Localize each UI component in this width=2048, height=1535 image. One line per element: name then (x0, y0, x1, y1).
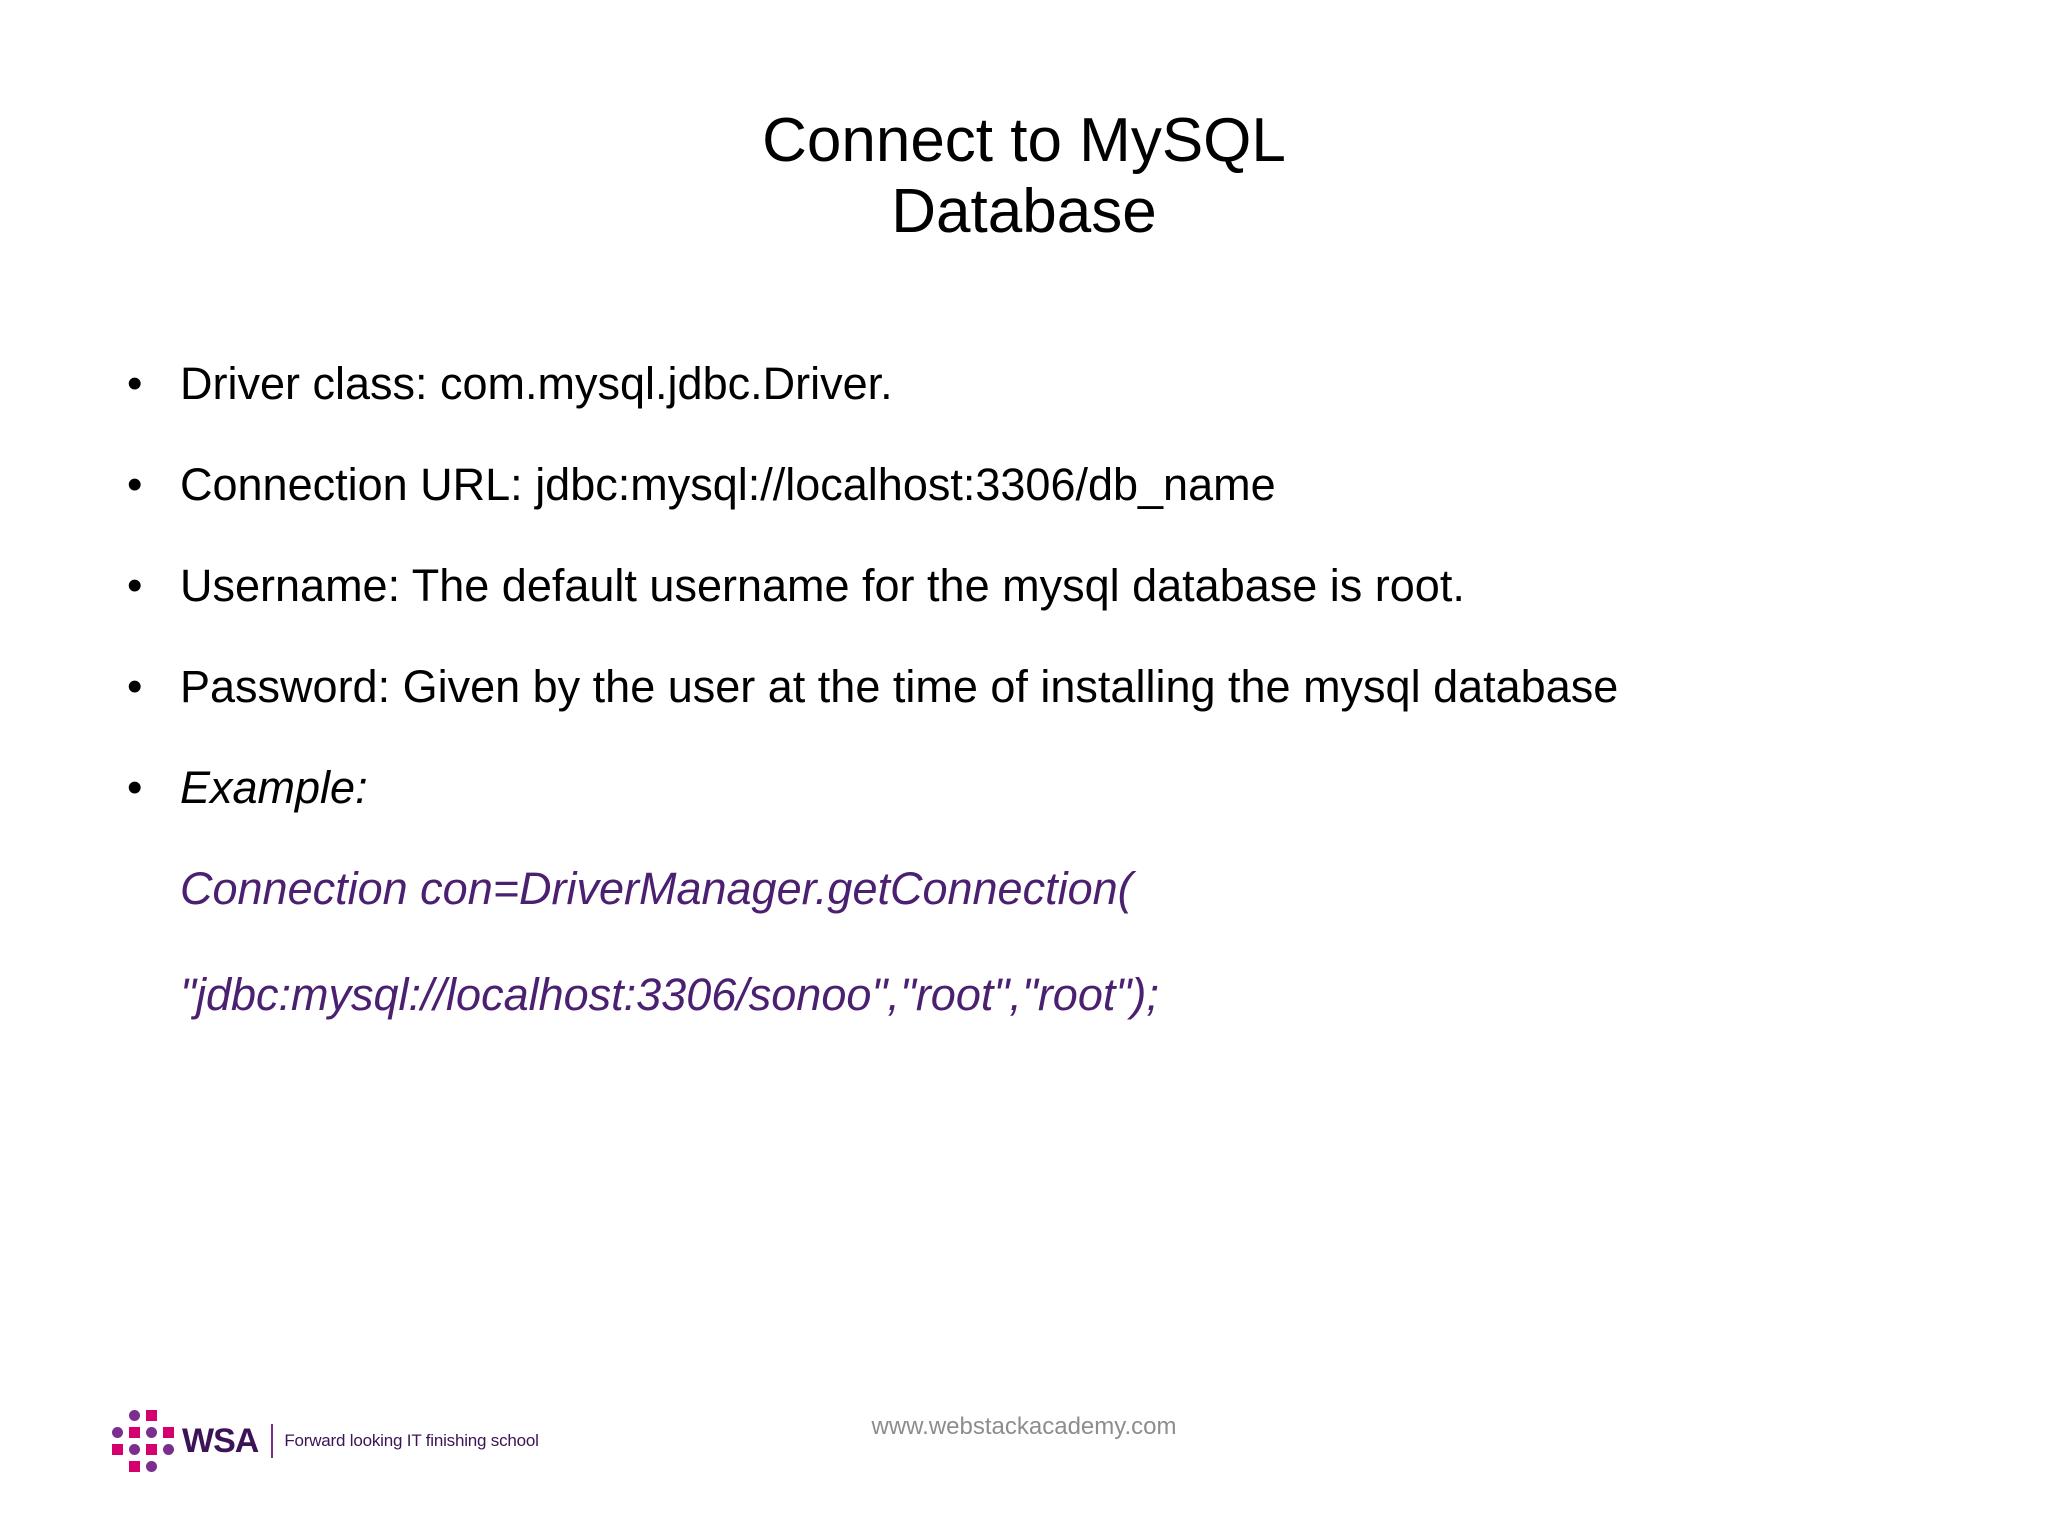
bullet-marker-icon: • (127, 561, 143, 610)
list-item: • Driver class: com.mysql.jdbc.Driver. (112, 352, 1962, 416)
bullet-marker-icon: • (127, 763, 143, 812)
bullet-text-driver-class: Driver class: com.mysql.jdbc.Driver. (180, 358, 893, 409)
title-line-2: Database (891, 177, 1157, 247)
list-item: • Password: Given by the user at the tim… (112, 655, 1962, 719)
page-title: Connect to MySQL Database (0, 105, 2048, 248)
example-code-block: Connection con=DriverManager.getConnecti… (112, 857, 1962, 1027)
code-line-2: "jdbc:mysql://localhost:3306/sonoo","roo… (180, 969, 1159, 1020)
bullet-marker-icon: • (127, 359, 143, 408)
bullet-list: • Driver class: com.mysql.jdbc.Driver. •… (112, 352, 1962, 1069)
code-line-1: Connection con=DriverManager.getConnecti… (180, 863, 1133, 914)
wsa-tagline: Forward looking IT finishing school (284, 1431, 539, 1450)
list-item: • Connection URL: jdbc:mysql://localhost… (112, 453, 1962, 517)
wsa-logo: WSA Forward looking IT finishing school (110, 1405, 539, 1477)
footer-website-url: www.webstackacademy.com (871, 1413, 1177, 1440)
wsa-wordmark: WSA (182, 1422, 259, 1460)
bullet-text-connection-url: Connection URL: jdbc:mysql://localhost:3… (180, 459, 1276, 510)
bullet-text-example: Example: (180, 762, 368, 813)
logo-divider (271, 1424, 274, 1458)
title-line-1: Connect to MySQL (762, 106, 1286, 175)
wsa-dot-matrix-icon (110, 1410, 174, 1472)
bullet-text-password: Password: Given by the user at the time … (180, 661, 1619, 712)
bullet-marker-icon: • (127, 662, 143, 711)
bullet-marker-icon: • (127, 460, 143, 509)
list-item: • Example: (112, 756, 1962, 820)
bullet-text-username: Username: The default username for the m… (180, 560, 1465, 611)
list-item: • Username: The default username for the… (112, 554, 1962, 618)
